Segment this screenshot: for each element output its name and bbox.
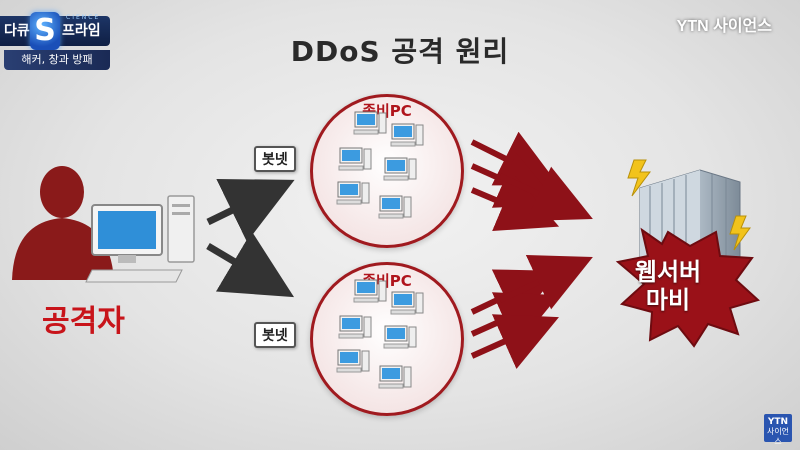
lightning-icon (729, 215, 751, 251)
zombie-pc-icon (338, 147, 372, 171)
zombie-pc-icon (353, 279, 387, 303)
logo-suffix: 프라임 (62, 23, 101, 39)
desktop-pc-icon (85, 195, 195, 283)
zombie-pc-icon (353, 111, 387, 135)
attacker-silhouette (12, 166, 114, 280)
show-logo: 다큐 S CIENCE 프라임 해커, 창과 방패 (0, 6, 112, 70)
flood-arrows-top (470, 131, 593, 232)
logo-s-icon: S (30, 12, 60, 50)
server-label: 웹서버 마비 (608, 258, 728, 314)
flood-arrows-bottom (470, 254, 593, 369)
zombie-pc-icon (383, 157, 417, 181)
zombie-pc-icon (336, 181, 370, 205)
attacker-label: 공격자 (42, 304, 125, 339)
lightning-icon (627, 159, 651, 197)
botnet-tag-top: 봇넷 (254, 146, 296, 172)
attack-arrow-bottom (206, 231, 295, 298)
zombie-pc-icon (390, 123, 424, 147)
zombie-pc-icon (338, 315, 372, 339)
badge-top: YTN (767, 417, 789, 427)
episode-subtitle: 해커, 창과 방패 (4, 50, 110, 70)
logo-science-word: CIENCE (66, 14, 101, 21)
diagram-title: DDoS 공격 원리 (290, 35, 510, 68)
zombie-pc-icon (383, 325, 417, 349)
zombie-pc-icon (378, 195, 412, 219)
broadcaster-badge: YTN 사이언스 (764, 414, 792, 446)
badge-bottom: 사이언스 (766, 427, 790, 446)
zombie-pc-icon (378, 365, 412, 389)
server-label-line1: 웹서버 (634, 258, 702, 286)
broadcaster-logo: YTN 사이언스 (676, 18, 772, 35)
zombie-pc-icon (390, 291, 424, 315)
attack-arrow-top (206, 179, 295, 242)
server-label-line2: 마비 (645, 286, 691, 314)
zombie-pc-icon (336, 349, 370, 373)
botnet-tag-bottom: 봇넷 (254, 322, 296, 348)
explosion-icon (615, 227, 761, 348)
logo-prefix: 다큐 (4, 23, 30, 39)
